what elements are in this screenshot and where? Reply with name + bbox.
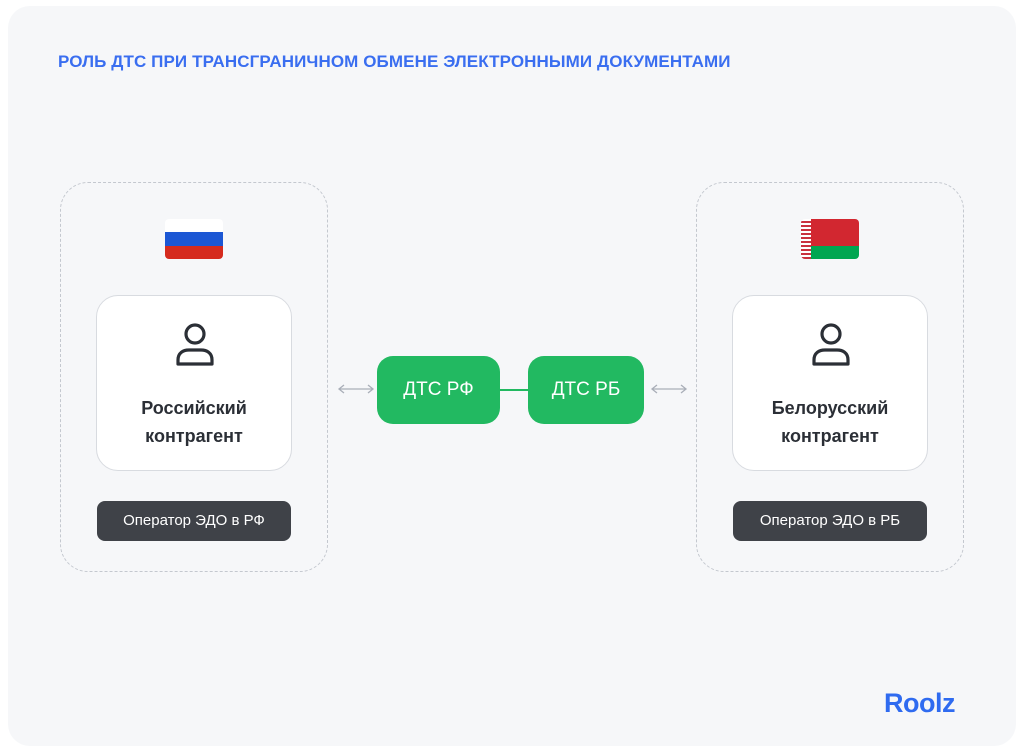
russia-group: Российский контрагент Оператор ЭДО в РФ: [60, 182, 328, 572]
dts-rf-node: ДТС РФ: [377, 356, 500, 424]
roolz-logo: Roolz: [884, 688, 956, 718]
belarusian-counterparty-card: Белорусский контрагент: [732, 295, 928, 471]
double-arrow-icon: [337, 384, 375, 394]
russia-flag-icon: [165, 219, 223, 259]
belarus-flag-icon: [801, 219, 859, 259]
person-icon: [176, 323, 214, 366]
person-icon: [812, 323, 850, 366]
russian-counterparty-label: Российский контрагент: [141, 398, 247, 446]
dts-rb-node: ДТС РБ: [528, 356, 644, 424]
dts-connector-line: [500, 389, 528, 391]
operator-rf-badge: Оператор ЭДО в РФ: [97, 501, 291, 541]
belarus-group: Белорусский контрагент Оператор ЭДО в РБ: [696, 182, 964, 572]
russian-counterparty-card: Российский контрагент: [96, 295, 292, 471]
double-arrow-icon: [650, 384, 688, 394]
diagram-title: РОЛЬ ДТС ПРИ ТРАНСГРАНИЧНОМ ОБМЕНЕ ЭЛЕКТ…: [58, 52, 731, 71]
belarusian-counterparty-label: Белорусский контрагент: [771, 398, 889, 446]
operator-rb-badge: Оператор ЭДО в РБ: [733, 501, 927, 541]
